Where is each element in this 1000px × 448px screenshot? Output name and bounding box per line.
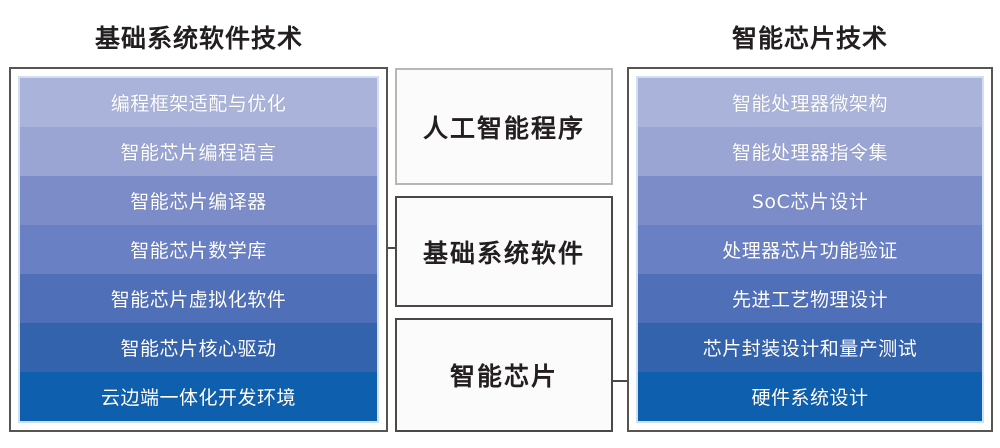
right-stack-row-2[interactable]: SoC芯片设计 bbox=[638, 176, 982, 225]
left-stack-row-4[interactable]: 智能芯片虚拟化软件 bbox=[20, 274, 377, 323]
right-technology-stack-panel: 智能处理器微架构 智能处理器指令集 SoC芯片设计 处理器芯片功能验证 先进工艺… bbox=[627, 67, 993, 432]
right-stack-row-0[interactable]: 智能处理器微架构 bbox=[638, 78, 982, 127]
left-column-title: 基础系统软件技术 bbox=[94, 24, 303, 53]
left-stack-row-5[interactable]: 智能芯片核心驱动 bbox=[20, 323, 377, 372]
left-stack-row-1[interactable]: 智能芯片编程语言 bbox=[20, 127, 377, 176]
right-stack-row-1[interactable]: 智能处理器指令集 bbox=[638, 127, 982, 176]
middle-box-smart-chip[interactable]: 智能芯片 bbox=[395, 318, 613, 432]
left-stack-row-0[interactable]: 编程框架适配与优化 bbox=[20, 78, 377, 127]
connector-smart-chip-to-right-panel bbox=[611, 380, 629, 382]
right-stack-row-3[interactable]: 处理器芯片功能验证 bbox=[638, 225, 982, 274]
right-stack-row-4[interactable]: 先进工艺物理设计 bbox=[638, 274, 982, 323]
right-stack-row-6[interactable]: 硬件系统设计 bbox=[638, 372, 982, 421]
right-column-title: 智能芯片技术 bbox=[731, 24, 888, 53]
left-stack-row-3[interactable]: 智能芯片数学库 bbox=[20, 225, 377, 274]
connector-left-panel-to-basic-system-software bbox=[388, 247, 397, 249]
left-technology-stack-panel: 编程框架适配与优化 智能芯片编程语言 智能芯片编译器 智能芯片数学库 智能芯片虚… bbox=[9, 67, 388, 432]
right-stack-row-5[interactable]: 芯片封装设计和量产测试 bbox=[638, 323, 982, 372]
left-stack-inner: 编程框架适配与优化 智能芯片编程语言 智能芯片编译器 智能芯片数学库 智能芯片虚… bbox=[18, 76, 379, 423]
right-stack-inner: 智能处理器微架构 智能处理器指令集 SoC芯片设计 处理器芯片功能验证 先进工艺… bbox=[636, 76, 984, 423]
left-stack-row-2[interactable]: 智能芯片编译器 bbox=[20, 176, 377, 225]
left-stack-row-6[interactable]: 云边端一体化开发环境 bbox=[20, 372, 377, 421]
middle-box-basic-system-software[interactable]: 基础系统软件 bbox=[395, 196, 613, 307]
middle-box-ai-program[interactable]: 人工智能程序 bbox=[395, 68, 613, 185]
